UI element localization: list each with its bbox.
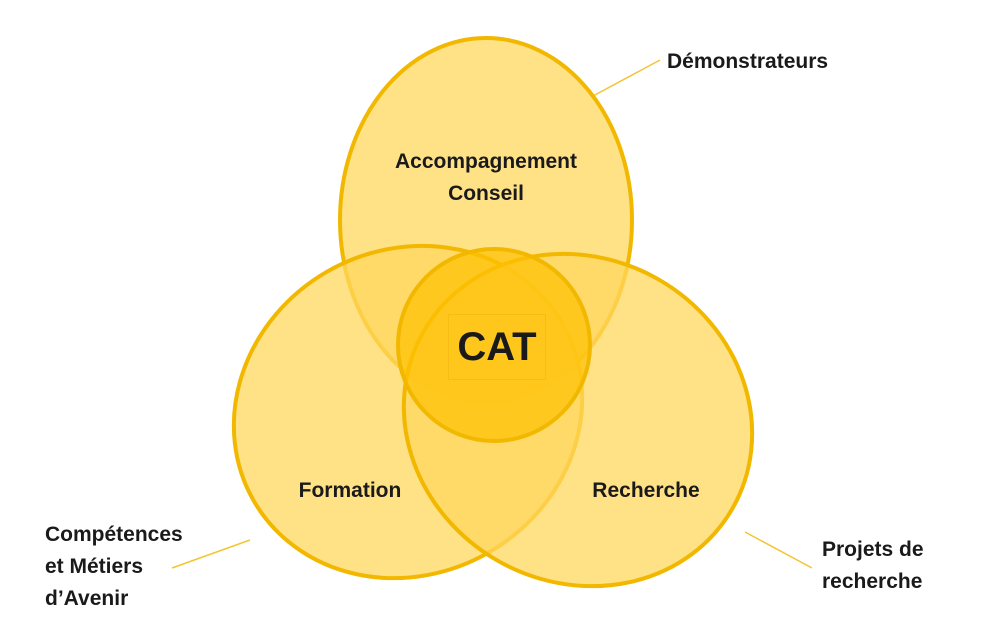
label-competences-metiers: Compétences et Métiers d’Avenir [45, 519, 183, 615]
label-accompagnement-conseil: Accompagnement Conseil [380, 146, 592, 210]
connector-projets [744, 531, 813, 569]
label-competences: Compétences [45, 523, 183, 546]
center-label-cat: CAT [448, 314, 546, 380]
label-recherche-outer: recherche [822, 570, 923, 593]
label-recherche: Recherche [592, 479, 700, 502]
label-et-metiers: et Métiers [45, 555, 144, 578]
label-formation: Formation [298, 479, 402, 502]
label-projets-de: Projets de [822, 538, 924, 561]
label-demonstrateurs: Démonstrateurs [667, 50, 829, 73]
connector-demonstrateurs [592, 59, 661, 97]
circle-cat [396, 247, 592, 443]
label-projets-recherche: Projets de recherche [822, 534, 924, 598]
label-avenir: d’Avenir [45, 587, 129, 610]
label-accompagnement: Accompagnement [394, 150, 578, 173]
label-conseil: Conseil [448, 182, 524, 205]
connector-competences [171, 539, 251, 569]
